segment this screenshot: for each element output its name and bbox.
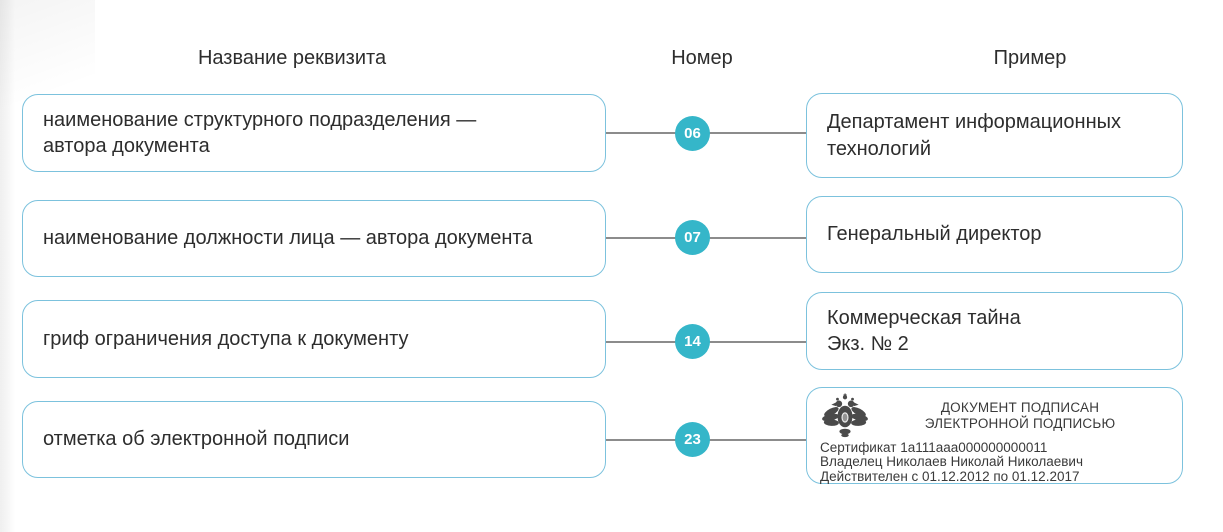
example-box: Генеральный директор — [806, 196, 1183, 273]
stamp-certificate: Сертификат 1а111ааа000000000011 — [820, 440, 1048, 455]
page-edge-shade — [0, 0, 15, 532]
example-text: Генеральный директор — [827, 223, 1042, 246]
requisite-name-box: наименование должности лица — автора док… — [22, 200, 606, 277]
number-badge: 07 — [675, 220, 710, 255]
requisite-name-text: наименование структурного подразделения … — [43, 108, 477, 157]
number-badge: 06 — [675, 116, 710, 151]
example-box: Коммерческая тайна Экз. № 2 — [806, 292, 1183, 370]
example-text: Департамент информационных технологий — [827, 111, 1122, 160]
example-text: Коммерческая тайна Экз. № 2 — [827, 306, 1021, 355]
stamp-details: Сертификат 1а111ааа000000000011 Владелец… — [820, 440, 1170, 484]
number-badge: 14 — [675, 324, 710, 359]
stamp-validity: Действителен с 01.12.2012 по 01.12.2017 — [820, 468, 1080, 484]
requisite-name-box: наименование структурного подразделения … — [22, 94, 606, 172]
requisite-name-box: гриф ограничения доступа к документу — [22, 300, 606, 378]
column-header-name: Название реквизита — [197, 47, 387, 69]
requisite-name-text: отметка об электронной подписи — [43, 428, 350, 451]
column-header-number: Номер — [671, 47, 733, 69]
number-badge: 23 — [675, 422, 710, 457]
stamp-title: ДОКУМЕНТ ПОДПИСАН ЭЛЕКТРОННОЙ ПОДПИСЬЮ — [870, 393, 1170, 432]
stamp-owner: Владелец Николаев Николай Николаевич — [820, 454, 1084, 470]
coat-of-arms-icon — [822, 393, 868, 438]
stamp-title-line2: ЭЛЕКТРОННОЙ ПОДПИСЬЮ — [924, 415, 1116, 431]
requisite-name-text: наименование должности лица — автора док… — [43, 227, 533, 250]
example-box: Департамент информационных технологий — [806, 93, 1183, 178]
signature-stamp-box: ДОКУМЕНТ ПОДПИСАН ЭЛЕКТРОННОЙ ПОДПИСЬЮ С… — [806, 387, 1183, 484]
stamp-title-line1: ДОКУМЕНТ ПОДПИСАН — [940, 400, 1100, 415]
requisite-name-text: гриф ограничения доступа к документу — [43, 327, 409, 350]
requisite-name-box: отметка об электронной подписи — [22, 401, 606, 478]
stamp-header: ДОКУМЕНТ ПОДПИСАН ЭЛЕКТРОННОЙ ПОДПИСЬЮ — [820, 393, 1170, 440]
column-header-example: Пример — [993, 47, 1067, 69]
